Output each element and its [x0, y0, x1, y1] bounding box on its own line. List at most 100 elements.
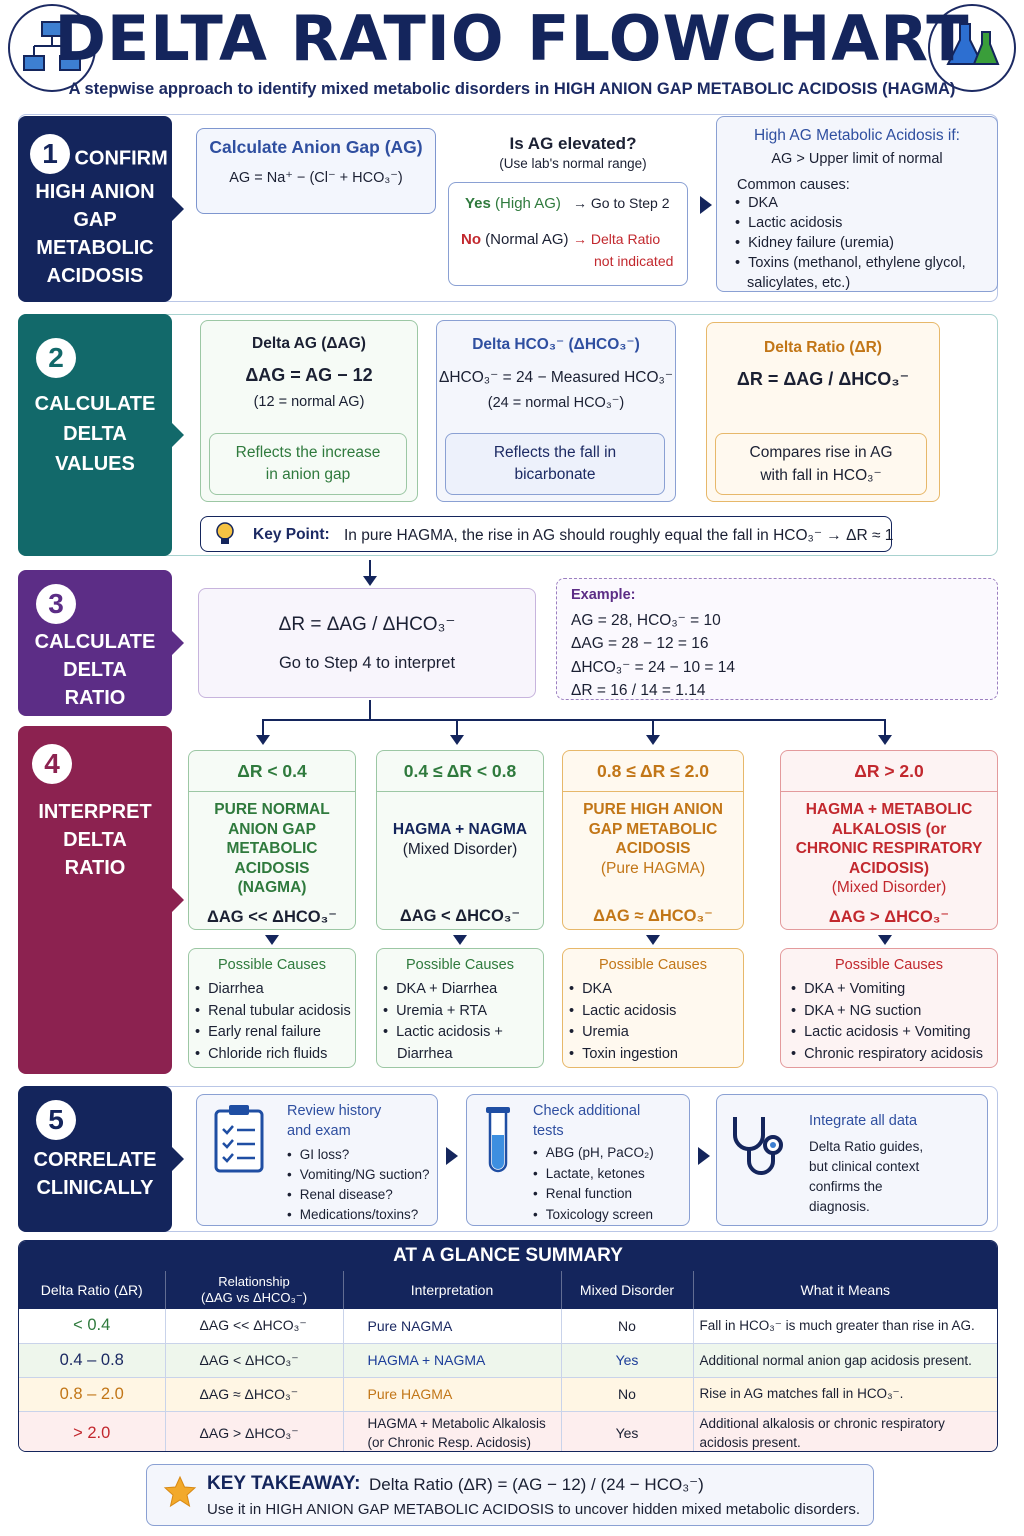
diag-line: ACIDOSIS) — [848, 859, 930, 877]
delta-hco3-card: Delta HCO₃⁻ (ΔHCO₃⁻) ΔHCO₃⁻ = 24 − Measu… — [436, 320, 676, 502]
clipboard-icon — [213, 1103, 265, 1178]
card-relationship: ΔAG > ΔHCO₃⁻ — [828, 907, 950, 926]
history-item: Vomiting/NG suction? — [287, 1165, 430, 1185]
cell-meaning: Additional alkalosis or chronic respirat… — [693, 1411, 997, 1451]
cause-item-cont: salicylates, etc.) — [747, 275, 851, 291]
causes-list: DKA Lactic acidosis Uremia Toxin ingesti… — [569, 979, 743, 1065]
causes-box: Possible Causes DKA + Diarrhea Uremia + … — [376, 948, 544, 1068]
col-header: Relationship(ΔAG vs ΔHCO₃⁻) — [165, 1271, 344, 1309]
arrow-down — [265, 935, 279, 945]
test-item: Renal function — [533, 1184, 654, 1205]
cause-item: Chronic respiratory acidosis — [791, 1044, 997, 1066]
integrate-box: Integrate all data Delta Ratio guides, b… — [716, 1094, 988, 1226]
history-title-b: and exam — [287, 1123, 351, 1139]
table-row: > 2.0 ΔAG > ΔHCO₃⁻ HAGMA + Metabolic Alk… — [19, 1411, 997, 1451]
cause-item: Lactic acidosis — [735, 213, 997, 233]
cell-relationship: ΔAG ≈ ΔHCO₃⁻ — [165, 1377, 344, 1411]
additional-tests-box: Check additional tests ABG (pH, PaCO₂) L… — [466, 1094, 690, 1226]
takeaway-label: KEY TAKEAWAY: — [207, 1473, 361, 1494]
summary-table: Delta Ratio (ΔR) Relationship(ΔAG vs ΔHC… — [19, 1271, 997, 1451]
cause-item: Diarrhea — [195, 979, 355, 1001]
diag-line: ALKALOSIS (or — [831, 820, 947, 838]
step1-label-a: CONFIRM — [74, 147, 168, 170]
calc-ag-formula: AG = Na⁺ − (Cl⁻ + HCO₃⁻) — [229, 170, 403, 186]
cause-item: Lactic acidosis — [569, 1001, 743, 1023]
arrow-down — [450, 735, 464, 745]
step5-label-b: CLINICALLY — [36, 1177, 154, 1199]
meaning-line: Additional alkalosis or chronic respirat… — [699, 1416, 945, 1432]
card-range: 0.8 ≤ ΔR ≤ 2.0 — [597, 761, 709, 781]
cell-interpretation: Pure HAGMA — [343, 1377, 562, 1411]
page-title: DELTA RATIO FLOWCHART — [54, 2, 970, 75]
interpret-card: 0.8 ≤ ΔR ≤ 2.0 PURE HIGH ANION GAP METAB… — [562, 750, 744, 930]
integrate-line: confirms the — [809, 1179, 883, 1194]
step1-causes-list: DKA Lactic acidosis Kidney failure (urem… — [735, 193, 997, 273]
cause-item: DKA + Vomiting — [791, 979, 997, 1001]
delta-ag-card: Delta AG (ΔAG) ΔAG = AG − 12 (12 = norma… — [200, 320, 418, 502]
col-header-line: Relationship — [218, 1274, 290, 1289]
history-title-a: Review history — [287, 1103, 382, 1119]
cause-item: DKA + NG suction — [791, 1001, 997, 1023]
integrate-line: Delta Ratio guides, — [809, 1139, 924, 1154]
arrow-right — [446, 1147, 458, 1165]
test-tube-icon — [483, 1105, 513, 1180]
arrow-down — [453, 935, 467, 945]
step4-sidebar: 4 INTERPRET DELTA RATIO — [18, 726, 184, 1074]
card-range: ΔR < 0.4 — [237, 761, 307, 781]
step4-label-c: RATIO — [64, 857, 126, 879]
card-relationship: ΔAG ≈ ΔHCO₃⁻ — [593, 907, 713, 925]
arrow-right — [698, 1147, 710, 1165]
col-header: What it Means — [800, 1282, 890, 1298]
star-icon — [163, 1475, 197, 1514]
cause-item: Uremia — [569, 1022, 743, 1044]
arrow-down — [646, 735, 660, 745]
example-line: ΔHCO₃⁻ = 24 − 10 = 14 — [571, 659, 736, 676]
calc-ag-title: Calculate Anion Gap (AG) — [209, 137, 423, 157]
card-diagnosis: PURE HIGH ANION GAP METABOLIC ACIDOSIS (… — [563, 800, 743, 878]
cause-item: Toxin ingestion — [569, 1044, 743, 1066]
example-line: ΔAG = 28 − 12 = 16 — [571, 635, 709, 652]
card-diagnosis: PURE NORMAL ANION GAP METABOLIC ACIDOSIS… — [189, 800, 355, 898]
causes-box: Possible Causes Diarrhea Renal tubular a… — [188, 948, 356, 1068]
arrow-down — [363, 576, 377, 586]
step4-label-a: INTERPRET — [38, 801, 152, 823]
col-header: Interpretation — [343, 1271, 562, 1309]
flowchart-icon — [8, 4, 96, 92]
integrate-title: Integrate all data — [809, 1113, 918, 1129]
no-word: No — [461, 231, 481, 248]
cause-item: Early renal failure — [195, 1022, 355, 1044]
arrow-down — [878, 935, 892, 945]
key-point-label: Key Point: — [253, 526, 330, 543]
interp-line: (or Chronic Resp. Acidosis) — [367, 1435, 532, 1451]
history-item: GI loss? — [287, 1145, 430, 1165]
cell-meaning: Fall in HCO₃⁻ is much greater than rise … — [699, 1317, 975, 1333]
step5-number: 5 — [36, 1100, 76, 1140]
calc-ag-box: Calculate Anion Gap (AG) AG = Na⁺ − (Cl⁻… — [196, 128, 436, 214]
causes-title: Possible Causes — [218, 957, 326, 973]
delta-hco3-title: Delta HCO₃⁻ (ΔHCO₃⁻) — [472, 336, 640, 353]
step3-number: 3 — [36, 584, 76, 624]
delta-ratio-card: Delta Ratio (ΔR) ΔR = ΔAG / ΔHCO₃⁻ Compa… — [706, 322, 940, 502]
delta-hco3-desc-b: bicarbonate — [514, 466, 596, 483]
delta-ag-desc: Reflects the increase in anion gap — [209, 433, 407, 495]
cause-item: DKA — [569, 979, 743, 1001]
info-title: High AG Metabolic Acidosis if: — [754, 127, 960, 144]
cell-range: < 0.4 — [19, 1309, 166, 1343]
diag-line: PURE NORMAL — [214, 801, 330, 818]
col-header-line: (ΔAG vs ΔHCO₃⁻) — [200, 1290, 308, 1305]
step4-number: 4 — [32, 744, 72, 784]
diag-line: PURE HIGH ANION — [583, 801, 723, 818]
step2-label-a: CALCULATE — [34, 393, 156, 415]
cause-item: Lactic acidosis + Vomiting — [791, 1022, 997, 1044]
step3-label-a: CALCULATE — [34, 631, 156, 653]
review-history-box: Review history and exam GI loss? Vomitin… — [196, 1094, 438, 1226]
step5-sidebar: 5 CORRELATE CLINICALLY — [18, 1086, 184, 1232]
step3-label-c: RATIO — [64, 687, 126, 709]
tests-title-a: Check additional — [533, 1103, 641, 1119]
delta-ratio-desc-a: Compares rise in AG — [749, 444, 893, 461]
delta-ag-formula: ΔAG = AG − 12 — [245, 365, 373, 385]
card-diagnosis: HAGMA + METABOLIC ALKALOSIS (or CHRONIC … — [781, 800, 997, 898]
cause-item: Renal tubular acidosis — [195, 1001, 355, 1023]
cell-interpretation: HAGMA + Metabolic Alkalosis(or Chronic R… — [343, 1411, 562, 1451]
step2-label-c: VALUES — [55, 453, 135, 475]
